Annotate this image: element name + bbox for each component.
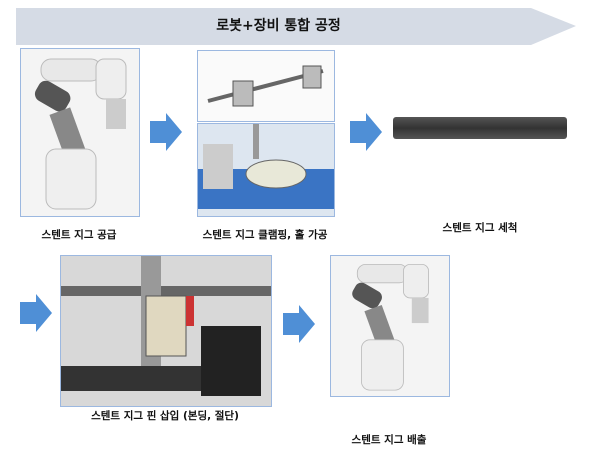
flow-arrow-icon (150, 113, 182, 151)
robot-supply-image (20, 48, 140, 217)
flow-arrow-icon (283, 305, 315, 343)
process-banner-arrow (16, 8, 576, 45)
flow-arrow-icon (350, 113, 382, 151)
robot-discharge-image (330, 255, 450, 397)
stent-jig-rod-image (393, 117, 567, 139)
flow-arrow-icon (20, 294, 52, 332)
step-label-discharge: 스텐트 지그 배출 (351, 434, 427, 446)
pin-insertion-image (60, 255, 272, 407)
step-label-pin-insertion: 스텐트 지그 핀 삽입 (본딩, 절단) (91, 410, 239, 422)
step-label-cleaning: 스텐트 지그 세척 (442, 222, 518, 234)
hole-machining-image (197, 123, 335, 217)
clamping-image (197, 50, 335, 122)
process-title: 로봇+장비 통합 공정 (216, 18, 341, 34)
step-label-clamping: 스텐트 지그 클램핑, 홀 가공 (202, 229, 328, 241)
step-label-supply: 스텐트 지그 공급 (41, 229, 117, 241)
